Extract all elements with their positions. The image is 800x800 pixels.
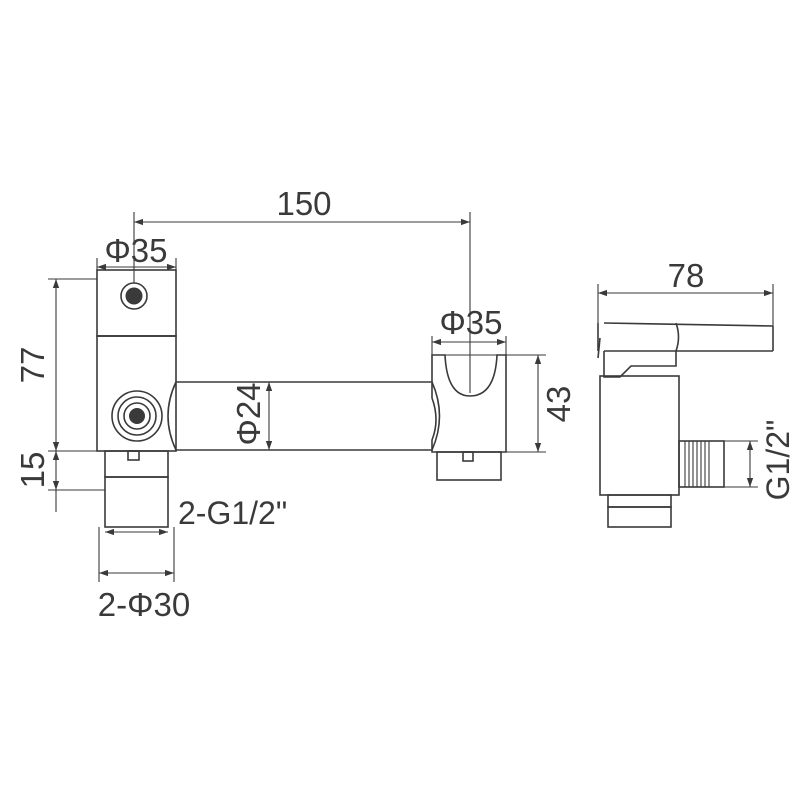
handle-knob-icon [120,282,148,310]
cartridge-cap [603,351,677,378]
outlet-knob-icon [111,390,163,442]
dim-holder-diameter: Φ35 [431,304,507,356]
dim-150: 150 [133,185,471,393]
dim-43: 43 [506,354,577,453]
dim-handle-diameter-label: Φ35 [104,232,167,269]
shower-holder [431,354,507,481]
dim-150-label: 150 [276,185,331,222]
dim-pipe-diameter-label: Φ24 [230,382,267,445]
dim-inlet-thread: 2-G1/2" [105,495,287,536]
dim-77-label: 77 [14,347,51,384]
inlet-connector [104,450,169,528]
dim-77: 77 [14,278,97,452]
dim-inlet-diameter: 2-Φ30 [98,527,190,623]
lever-handle [597,322,774,359]
dim-side-thread: G1/2" [724,420,796,501]
side-bottom-connector [607,494,672,528]
dim-78: 78 [597,257,774,326]
dim-pipe-diameter: Φ24 [230,382,273,450]
side-body [599,375,680,496]
side-view [597,322,774,528]
dim-side-thread-label: G1/2" [760,420,796,501]
dim-holder-diameter-label: Φ35 [439,304,502,341]
threaded-outlet-icon [678,440,725,488]
dim-handle-diameter: Φ35 [96,232,177,271]
dim-15: 15 [14,451,105,512]
dim-inlet-diameter-label: 2-Φ30 [98,586,190,623]
dim-15-label: 15 [14,452,51,489]
connecting-pipe [167,381,441,451]
dim-78-label: 78 [668,257,705,294]
front-view [96,269,507,528]
dim-inlet-thread-label: 2-G1/2" [178,495,287,531]
dim-43-label: 43 [540,386,577,423]
